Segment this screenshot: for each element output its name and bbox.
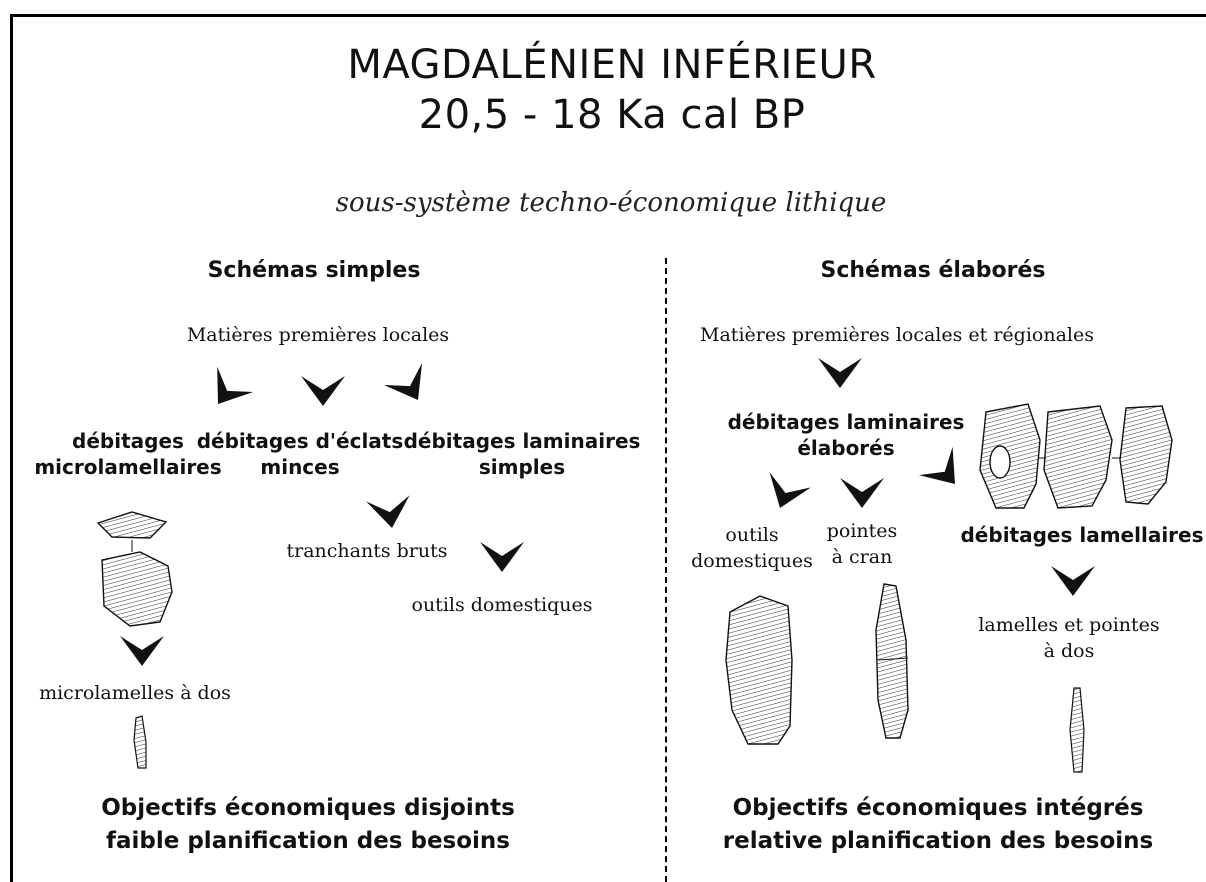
pointe-a-cran-drawing — [876, 584, 908, 738]
arrow-to-outils-right — [759, 472, 811, 515]
microlamelle-a-dos-drawing — [134, 716, 146, 768]
arrow-to-outils-left — [480, 542, 524, 572]
blade-core-drawings — [980, 404, 1172, 508]
arrow-to-eclats — [301, 376, 345, 406]
arrow-to-microlamelles — [120, 636, 164, 666]
arrow-to-tranchants — [366, 495, 414, 531]
arrow-to-microlamellaires — [200, 367, 253, 417]
microlamellar-core-drawing — [98, 512, 172, 626]
domestic-tool-drawing — [726, 596, 792, 744]
lamelle-pointe-drawing — [1070, 688, 1084, 772]
arrow-to-laminaires-simples — [384, 363, 437, 411]
arrow-to-pointes — [840, 478, 884, 508]
arrow-to-laminaires-elabores — [818, 358, 862, 388]
arrow-to-lamelles — [1051, 566, 1095, 596]
arrow-to-lamellaires — [919, 447, 972, 498]
